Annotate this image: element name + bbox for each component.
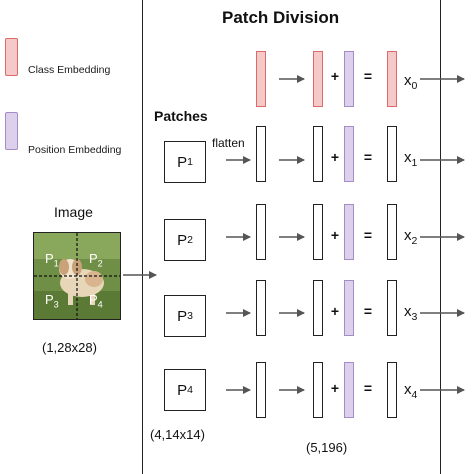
- plus-sign-4: +: [330, 380, 340, 396]
- class-token-vector: [256, 51, 266, 107]
- output-label-2: x2: [404, 227, 418, 247]
- flattened-vector-4: [256, 362, 266, 418]
- dog-photo: P1 P2 P3 P4: [33, 232, 121, 320]
- output-label-0: x0: [404, 72, 418, 92]
- output-dims-label: (5,196): [306, 440, 348, 455]
- equals-sign-3: =: [363, 303, 373, 319]
- flattened-vector-copy-3: [313, 280, 323, 336]
- image-patch-label-4: P4: [89, 292, 103, 310]
- dog-photo-illustration: [34, 233, 120, 319]
- patches-title: Patches: [154, 108, 208, 124]
- position-vector-3: [344, 280, 354, 336]
- image-patch-label-3: P3: [45, 292, 59, 310]
- plus-sign-0: +: [330, 68, 340, 84]
- image-dims-label: (1,28x28): [42, 340, 97, 355]
- equals-sign-4: =: [363, 380, 373, 396]
- image-patch-label-2: P2: [89, 251, 103, 269]
- equals-sign-1: =: [363, 149, 373, 165]
- plus-sign-2: +: [330, 227, 340, 243]
- equals-sign-0: =: [363, 68, 373, 84]
- output-label-3: x3: [404, 303, 418, 323]
- flattened-vector-copy-4: [313, 362, 323, 418]
- output-vector-3: [387, 280, 397, 336]
- flattened-vector-copy-2: [313, 204, 323, 260]
- flattened-vector-2: [256, 204, 266, 260]
- class-embedding-swatch: [5, 38, 18, 76]
- output-vector-2: [387, 204, 397, 260]
- plus-sign-3: +: [330, 303, 340, 319]
- flattened-vector-3: [256, 280, 266, 336]
- equals-sign-2: =: [363, 227, 373, 243]
- position-vector-1: [344, 126, 354, 182]
- patch-dims-label: (4,14x14): [150, 427, 205, 442]
- class-token-vector-copy: [313, 51, 323, 107]
- image-title: Image: [54, 204, 93, 220]
- flattened-vector-1: [256, 126, 266, 182]
- flattened-vector-copy-1: [313, 126, 323, 182]
- left-divider: [142, 0, 143, 474]
- output-label-1: x1: [404, 149, 418, 169]
- position-vector-4: [344, 362, 354, 418]
- diagram-title: Patch Division: [222, 8, 340, 27]
- class-embedding-label: Class Embedding: [28, 64, 111, 76]
- output-vector-1: [387, 126, 397, 182]
- image-patch-label-1: P1: [45, 251, 59, 269]
- output-vector-0: [387, 51, 397, 107]
- position-vector-2: [344, 204, 354, 260]
- position-vector-0: [344, 51, 354, 107]
- position-embedding-swatch: [5, 112, 18, 150]
- plus-sign-1: +: [330, 149, 340, 165]
- flatten-label: flatten: [212, 136, 245, 150]
- output-label-4: x4: [404, 381, 418, 401]
- output-vector-4: [387, 362, 397, 418]
- position-embedding-label: Position Embedding: [28, 144, 122, 156]
